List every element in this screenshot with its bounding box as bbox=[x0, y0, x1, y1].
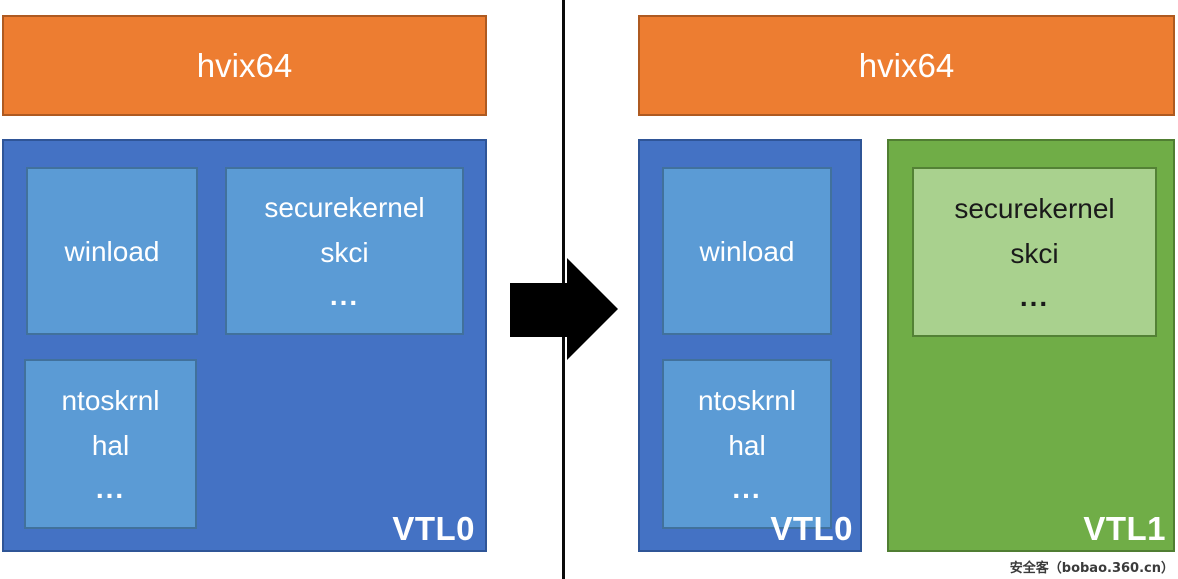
left-securekernel-line1: securekernel bbox=[264, 192, 425, 223]
left-hypervisor-box: hvix64 bbox=[2, 15, 487, 116]
right-ntoskrnl-box: ntoskrnl hal ... bbox=[662, 359, 832, 529]
right-vtl1-container: securekernel skci ... VTL1 bbox=[887, 139, 1175, 552]
right-securekernel-box: securekernel skci ... bbox=[912, 167, 1157, 337]
left-ntoskrnl-box: ntoskrnl hal ... bbox=[24, 359, 197, 529]
right-ntoskrnl-line2: hal bbox=[728, 430, 766, 461]
right-ntoskrnl-line1: ntoskrnl bbox=[697, 385, 797, 416]
left-hypervisor-label: hvix64 bbox=[196, 46, 293, 84]
left-securekernel-line2: skci bbox=[320, 237, 369, 268]
right-hypervisor-label: hvix64 bbox=[858, 46, 955, 84]
left-ntoskrnl-ellipsis: ... bbox=[95, 473, 126, 504]
right-vtl0-label: VTL0 bbox=[770, 510, 853, 547]
left-ntoskrnl-line1: ntoskrnl bbox=[61, 385, 160, 416]
left-winload-label: winload bbox=[64, 235, 160, 267]
right-securekernel-ellipsis: ... bbox=[1019, 281, 1050, 312]
transition-arrow-icon bbox=[510, 258, 618, 360]
left-ntoskrnl-line2: hal bbox=[91, 430, 130, 461]
right-securekernel-line1: securekernel bbox=[954, 193, 1115, 224]
right-vtl0-container: winload ntoskrnl hal ... VTL0 bbox=[638, 139, 862, 552]
right-vtl1-label: VTL1 bbox=[1083, 510, 1166, 547]
left-securekernel-box: securekernel skci ... bbox=[225, 167, 464, 335]
watermark-text: 安全客（bobao.360.cn） bbox=[1009, 561, 1174, 576]
left-vtl0-label: VTL0 bbox=[392, 510, 475, 547]
right-hypervisor-box: hvix64 bbox=[638, 15, 1175, 116]
right-winload-box: winload bbox=[662, 167, 832, 335]
right-ntoskrnl-ellipsis: ... bbox=[732, 473, 762, 504]
right-winload-label: winload bbox=[699, 235, 795, 267]
left-securekernel-ellipsis: ... bbox=[329, 280, 360, 311]
left-winload-box: winload bbox=[26, 167, 198, 335]
right-securekernel-line2: skci bbox=[1010, 238, 1059, 269]
left-vtl0-container: winload securekernel skci ... ntoskrnl h… bbox=[2, 139, 487, 552]
